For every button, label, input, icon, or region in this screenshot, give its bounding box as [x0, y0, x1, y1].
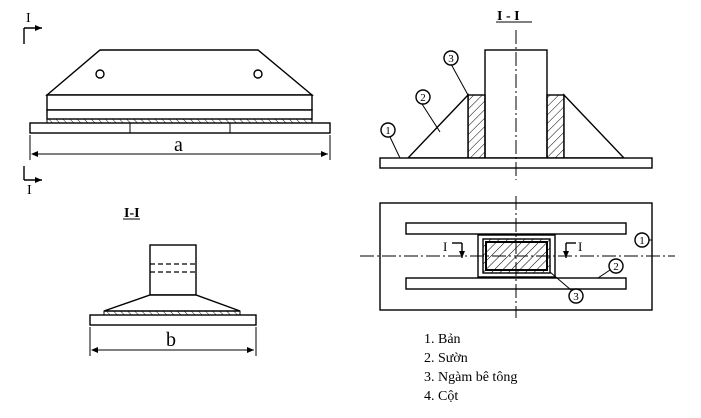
- svg-text:I: I: [443, 239, 447, 254]
- svg-text:I: I: [578, 239, 582, 254]
- plan-section-marker-right: I: [563, 239, 582, 258]
- plan-view: I I 1 2 3: [360, 196, 675, 318]
- plan-callout-2: 2: [597, 258, 624, 279]
- legend-item: 1. Bản: [424, 332, 461, 347]
- svg-text:3: 3: [448, 53, 454, 65]
- section-rib-right: [563, 93, 626, 159]
- side-rib: [103, 294, 241, 312]
- svg-text:2: 2: [613, 261, 619, 273]
- section-callout-2: 2: [415, 89, 441, 133]
- dimension-a-label: a: [174, 134, 183, 156]
- front-bolt-hole-right: [253, 69, 263, 79]
- front-bolt-hole-left: [95, 69, 105, 79]
- dimension-b: b: [89, 327, 257, 356]
- section-view: I - I 3 2 1: [379, 9, 653, 180]
- section-marker-bottom-label: I: [27, 183, 32, 198]
- dimension-a: a: [29, 134, 331, 160]
- svg-text:1: 1: [639, 235, 645, 247]
- svg-text:3: 3: [573, 291, 579, 303]
- section-marker-top-label: I: [26, 11, 31, 26]
- section-marker-bottom: I: [23, 166, 42, 198]
- side-view: I-I b: [89, 206, 257, 356]
- front-view: I I a: [23, 11, 331, 198]
- legend-item: 4. Cột: [424, 389, 459, 404]
- section-rib-left: [406, 93, 469, 159]
- section-embed-left: [467, 94, 486, 159]
- side-view-title: I-I: [124, 206, 140, 221]
- plan-section-marker-left: I: [443, 239, 465, 258]
- plan-callout-1: 1: [634, 232, 652, 248]
- front-lower-band: [46, 109, 313, 120]
- side-base-plate: [89, 314, 257, 326]
- svg-text:1: 1: [385, 125, 391, 137]
- section-callout-1: 1: [380, 122, 401, 159]
- plan-callout-3: 3: [549, 271, 584, 304]
- legend-item: 2. Sườn: [424, 351, 468, 366]
- side-column: [149, 244, 197, 296]
- front-base-plate: [29, 122, 331, 134]
- legend: 1. Bản 2. Sườn 3. Ngàm bê tông 4. Cột: [424, 330, 517, 406]
- front-upper-band: [46, 94, 313, 111]
- section-callout-3: 3: [443, 50, 469, 96]
- dimension-b-label: b: [166, 329, 176, 351]
- svg-text:2: 2: [420, 92, 426, 104]
- section-embed-right: [546, 94, 565, 159]
- front-rib: [45, 49, 314, 96]
- legend-item: 3. Ngàm bê tông: [424, 370, 518, 385]
- section-marker-top: I: [23, 11, 42, 44]
- section-view-title: I - I: [497, 9, 520, 24]
